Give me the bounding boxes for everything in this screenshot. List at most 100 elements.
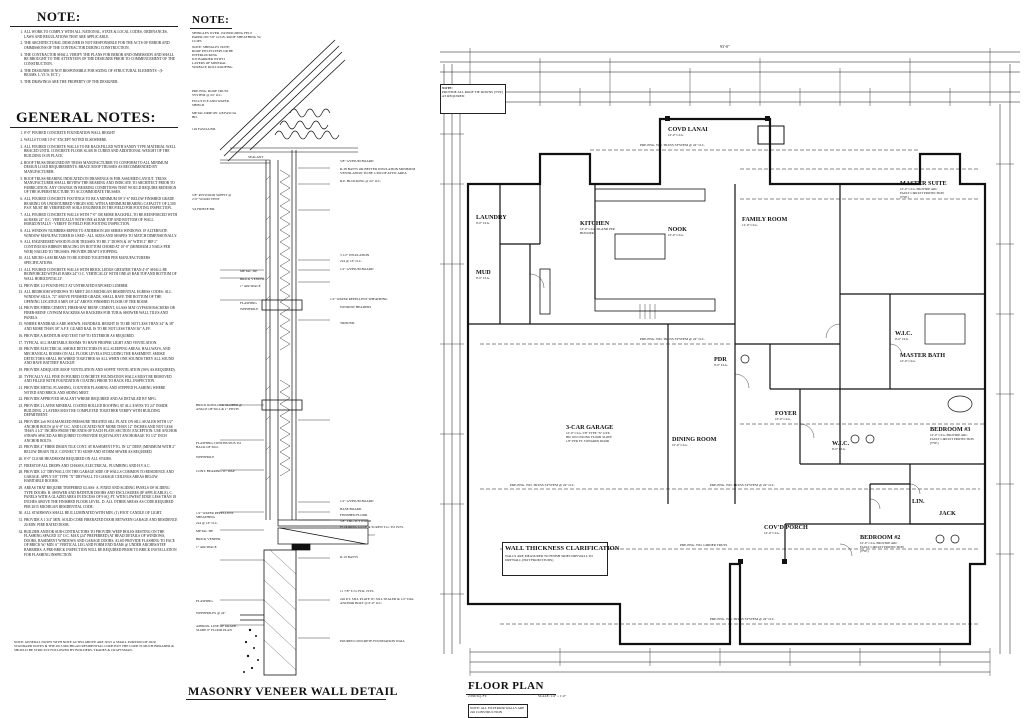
detail-callout: BRICK VENEER xyxy=(240,277,265,281)
wall-thickness-text: WALLS ARE MEASURED TO FINISH SIDES DRYWA… xyxy=(505,554,593,562)
detail-callout: FLASHING xyxy=(196,599,213,603)
general-note-item: PROVIDE FIBER CEMENT, FIBER-MAT REINF. C… xyxy=(24,306,178,320)
room-ceiling-note: 9'-0" CLG. xyxy=(476,276,491,280)
general-note-item: PROVIDE 1/2" DRYWALL ON THE GARAGE SIDE … xyxy=(24,470,178,484)
room-label: BEDROOM #3 xyxy=(930,426,971,433)
room-ceiling-note: 10'-0" CLG. xyxy=(668,233,684,237)
room-label: W.I.C. xyxy=(895,330,913,337)
note-item: THE DRAWINGS ARE THE PROPERTY OF THE DES… xyxy=(24,80,176,85)
roof-tie-note-title: NOTE: xyxy=(442,86,453,90)
room-label: PDR xyxy=(714,356,727,363)
general-notes-footnote: NOTE: GENERAL NOTES WITH NOTE ACTED ABOV… xyxy=(14,640,174,652)
general-note-item: ALL STAIRWAYS SHALL BE ILLUMINATED WITH … xyxy=(24,511,178,516)
detail-note-text: SHINGLES OVER 15# BUILDING FELT PAPER ON… xyxy=(192,31,262,44)
framing-note: PRE-ENG. WD. TRUSS SYSTEM @ 24" O.C. xyxy=(710,483,775,487)
room-label: COV'D PORCH xyxy=(764,524,808,531)
room-label: NOOK xyxy=(668,226,687,233)
room-label: MASTER SUITE xyxy=(900,180,947,187)
detail-callout: TRIM BD. xyxy=(340,321,355,325)
framing-note: PRE-ENG. WD. TRUSS SYSTEM @ 24" O.C. xyxy=(640,337,705,341)
detail-callout: CONT. BEARING W/ WAP xyxy=(196,469,235,473)
general-note-item: ALL ENGINEERED WOOD FLOOR TRUSSES TO BE … xyxy=(24,240,178,254)
foundation-wall xyxy=(240,549,297,676)
general-note-item: 8'-0" POURED CONCRETE FOUNDATION WALL HE… xyxy=(24,131,178,136)
room-label: MASTER BATH xyxy=(900,352,946,359)
framing-note: PRE-ENG. WD. TRUSS SYSTEM @ 24" O.C. xyxy=(510,483,575,487)
room-ceiling-note: 10'-0" CLG. PROVIDE ARC FAULT CIRCUIT PR… xyxy=(930,433,974,445)
note-item: THE DESIGNER IS NOT RESPONSIBLE FOR SIZI… xyxy=(24,69,176,78)
detail-callout: 1x6 FASCIA BD. xyxy=(192,127,216,131)
room-ceiling-note: 10'-0" CLG. ISLAND PER BUILDER xyxy=(580,227,615,235)
detail-callout: PRE-ENG. ROOF TRUSS SYSTEM @ 24" O.C. xyxy=(192,89,229,97)
general-note-item: ROOF TRUSS BEARING INDICATED ON DRAWINGS… xyxy=(24,177,178,195)
note-item: THE CONTRACTOR SHALL VERIFY THE PLANS FO… xyxy=(24,53,176,67)
general-note-item: PROVIDE ADEQUATE ROOF VENTILATION AND SO… xyxy=(24,368,178,373)
detail-callout: WEEPHOLES @ 24" xyxy=(196,611,226,615)
room-ceiling-note: 9'-0" CLG. xyxy=(476,221,491,225)
detail-callout: WEEPHOLE xyxy=(196,455,215,459)
room-ceiling-note: 9'-0" CLG. xyxy=(714,363,729,367)
room-label: LIN. xyxy=(912,498,925,505)
general-note-item: ALL POURED CONCRETE WALLS TO BE BACKFILL… xyxy=(24,145,178,159)
detail-callout: 1/2" GYPSUM BOARD xyxy=(340,499,374,503)
detail-callout: SEALANT xyxy=(248,155,264,159)
note-heading-underline xyxy=(10,26,178,27)
detail-callout: FLOORING GLUE & SCREW T.G. TO JSTS. xyxy=(340,525,404,529)
room-label: FAMILY ROOM xyxy=(742,216,788,223)
framing-note: PRE-ENG. WD. TRUSS SYSTEM @ 24" O.C. xyxy=(640,143,705,147)
interior-walls xyxy=(468,184,985,564)
general-note-item: BUILDER AND/OR SUB-CONTRACTORS TO PROVID… xyxy=(24,530,178,558)
framing-note: PRE-ENG. WD. TRUSS SYSTEM @ 24" O.C. xyxy=(710,617,775,621)
detail-title: MASONRY VENEER WALL DETAIL xyxy=(188,684,398,698)
general-note-item: PROVIDE 2x6 WOLMANIZED PRESSURE TREATED … xyxy=(24,420,178,443)
room-ceiling-note: 10'-0" CLG. xyxy=(775,417,791,421)
roof-tie-note-text: PROVIDE ALL ROOF TIE DOWNS (TYP.) AS REQ… xyxy=(442,90,504,98)
room-ceiling-note: 10'-0" CLG. xyxy=(668,133,684,137)
general-notes-heading: GENERAL NOTES: xyxy=(16,110,156,126)
detail-callout: METAL TIE xyxy=(196,529,214,533)
room-ceiling-note: 9'-0" CLG. xyxy=(832,447,847,451)
note-list: ALL WORK TO COMPLY WITH ALL NATIONAL, ST… xyxy=(8,30,176,87)
floor-plan-drawing xyxy=(440,48,1020,676)
detail-callout: 1/2" GYPSUM BOARD xyxy=(340,267,374,271)
general-note-item: PROVIDE ELECTRICAL SMOKE DETECTORS IN AL… xyxy=(24,347,178,365)
roof-tie-note-box: NOTE: PROVIDE ALL ROOF TIE DOWNS (TYP.) … xyxy=(440,84,506,114)
room-ceiling-note: 10'-0" CLG. xyxy=(672,443,688,447)
general-note-item: PROVIDE 1/2 POUND FELT AT UNTREATED EXPO… xyxy=(24,284,178,289)
exterior-walls xyxy=(466,117,987,646)
detail-callout: BRICK VENEER xyxy=(196,537,221,541)
floor-plan-title-underline xyxy=(466,694,556,695)
general-note-item: PROVIDE A BATHTUB AND TEST TAP TO EXTERI… xyxy=(24,334,178,339)
general-note-item: PROVIDE APPROVED SEALANT WHERE REQUIRED … xyxy=(24,397,178,402)
room-label: FOYER xyxy=(775,410,797,417)
detail-callout: WINDOW HEADERS xyxy=(340,305,372,309)
wall-layers xyxy=(265,150,297,520)
detail-callout: 3 1/2" INSULATION xyxy=(340,253,370,257)
general-note-item: PROVIDE 2 LAYER MINERAL COATED ROLLED RO… xyxy=(24,404,178,418)
attic-insulation xyxy=(274,130,340,140)
floor-plan-title: FLOOR PLAN xyxy=(468,680,544,692)
roof-assembly xyxy=(219,39,346,162)
detail-callout: 1" AIR SPACE xyxy=(240,284,261,288)
general-note-item: PROVIDE A 1 3/4" MIN. SOLID CORE FIRERAT… xyxy=(24,518,178,527)
detail-callout: METAL DRIP ON 1x8 FASCIA BD. xyxy=(192,111,236,119)
room-label: BEDROOM #2 xyxy=(860,534,901,541)
detail-callout: ICE BARRIER WITH 2 LAYERS OF MINERAL SUR… xyxy=(192,57,233,69)
detail-callout: 1" AIR SPACE xyxy=(196,545,217,549)
detail-callout: NOTE: SHINGLES NOTE: ROOF PITCH STEPS OR… xyxy=(192,45,234,57)
note-heading: NOTE: xyxy=(37,9,81,24)
detail-callout: 2x4 @ 16" O.C. xyxy=(196,521,218,525)
general-note-item: ALL POURED CONCRETE WALLS WITH BRICK LED… xyxy=(24,268,178,282)
general-note-item: ALL MICRO-LAM BEAMS TO BE JOINED TOGETHE… xyxy=(24,256,178,265)
room-ceiling-note: 10'-0" CLG. PROVIDE ARC FAULT CIRCUIT PR… xyxy=(860,541,904,553)
fireplace xyxy=(757,125,785,145)
general-notes-list: 8'-0" POURED CONCRETE FOUNDATION WALL HE… xyxy=(8,131,178,559)
detail-callout: FLASHING CONTINUOUS TO BACK OF SILL xyxy=(196,441,241,449)
detail-callout: METAL TIE xyxy=(240,269,258,273)
square-footage: 2,596 SQ. FT. xyxy=(468,694,488,698)
detail-callout: 2x4 @ 16" O.C. xyxy=(340,259,362,263)
kitchen-island xyxy=(614,233,666,260)
general-note-item: ALL WINDOW NUMBERS REFER TO ANDERSON 200… xyxy=(24,229,178,238)
general-note-item: WHERE HANDRAILS ARE SHOWN, HANDRAIL HEIG… xyxy=(24,322,178,331)
